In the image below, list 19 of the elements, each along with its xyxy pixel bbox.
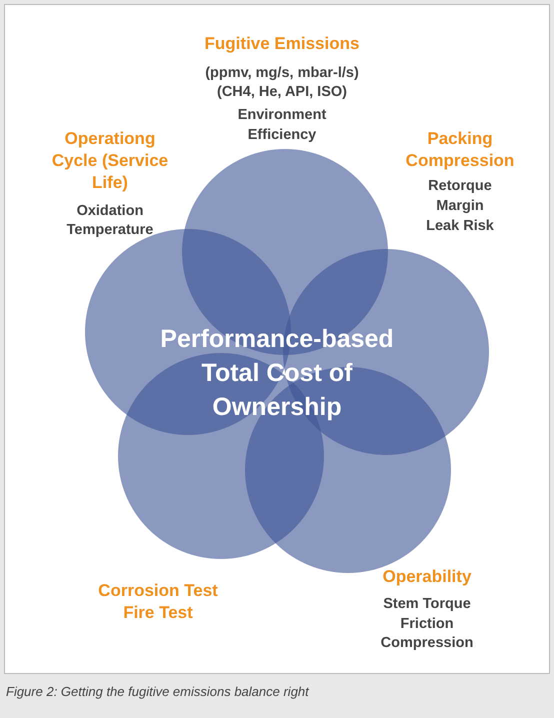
- category-item: Temperature: [66, 221, 154, 240]
- category-item: Retorque: [428, 177, 492, 196]
- figure-caption: Figure 2: Getting the fugitive emissions balance right: [6, 684, 309, 699]
- category-item: Leak Risk: [426, 217, 494, 236]
- category-item: (ppmv, mg/s, mbar-l/s): [205, 64, 359, 83]
- category-heading: Operability: [382, 566, 472, 588]
- category-item: Friction: [400, 615, 454, 634]
- category-item: Compression: [380, 634, 474, 653]
- category-item: Margin: [436, 197, 484, 216]
- category-item: Environment: [238, 106, 326, 125]
- category-heading: Operationg Cycle (Service Life): [50, 128, 170, 194]
- category-heading: Corrosion Test: [98, 580, 218, 602]
- category-heading: Fire Test: [123, 602, 193, 624]
- category-heading: Fugitive Emissions: [204, 33, 360, 55]
- category-item: Stem Torque: [383, 595, 471, 614]
- category-item: Oxidation: [76, 202, 144, 221]
- category-heading: Packing Compression: [404, 128, 516, 172]
- category-item: Efficiency: [248, 126, 316, 145]
- category-item: (CH4, He, API, ISO): [217, 83, 347, 102]
